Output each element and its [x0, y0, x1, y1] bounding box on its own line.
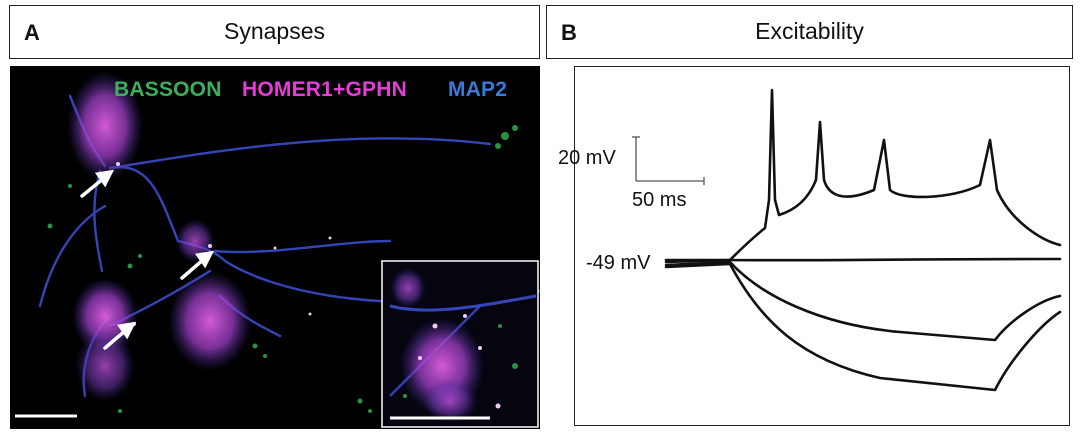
- arrow-markers: [80, 169, 215, 350]
- panel-a-header: A Synapses: [9, 5, 540, 59]
- scale-bar-voltage-label: 20 mV: [558, 147, 616, 169]
- panel-a-title: Synapses: [223, 18, 325, 44]
- fluorescence-micrograph: BASSOON HOMER1+GPHN MAP2: [10, 66, 540, 429]
- stain-label-map2: MAP2: [448, 78, 508, 101]
- panel-b-header: B Excitability: [546, 5, 1073, 59]
- voltage-trace-panel: [574, 66, 1070, 426]
- stain-label-bassoon: BASSOON: [114, 78, 222, 101]
- micrograph-image: [15, 71, 540, 428]
- panel-a-letter: A: [24, 20, 40, 45]
- resting-potential-label: -49 mV: [586, 252, 651, 274]
- neuron-soma-4: [75, 330, 135, 402]
- neuron-soma-2: [168, 271, 252, 371]
- panel-b-title: Excitability: [755, 18, 864, 44]
- inset-image: [381, 260, 539, 428]
- neuron-soma-1: [67, 71, 143, 181]
- stain-label-homer1-gphn: HOMER1+GPHN: [242, 78, 407, 101]
- panel-b-letter: B: [561, 20, 577, 45]
- scale-bar-time-label: 50 ms: [632, 189, 687, 211]
